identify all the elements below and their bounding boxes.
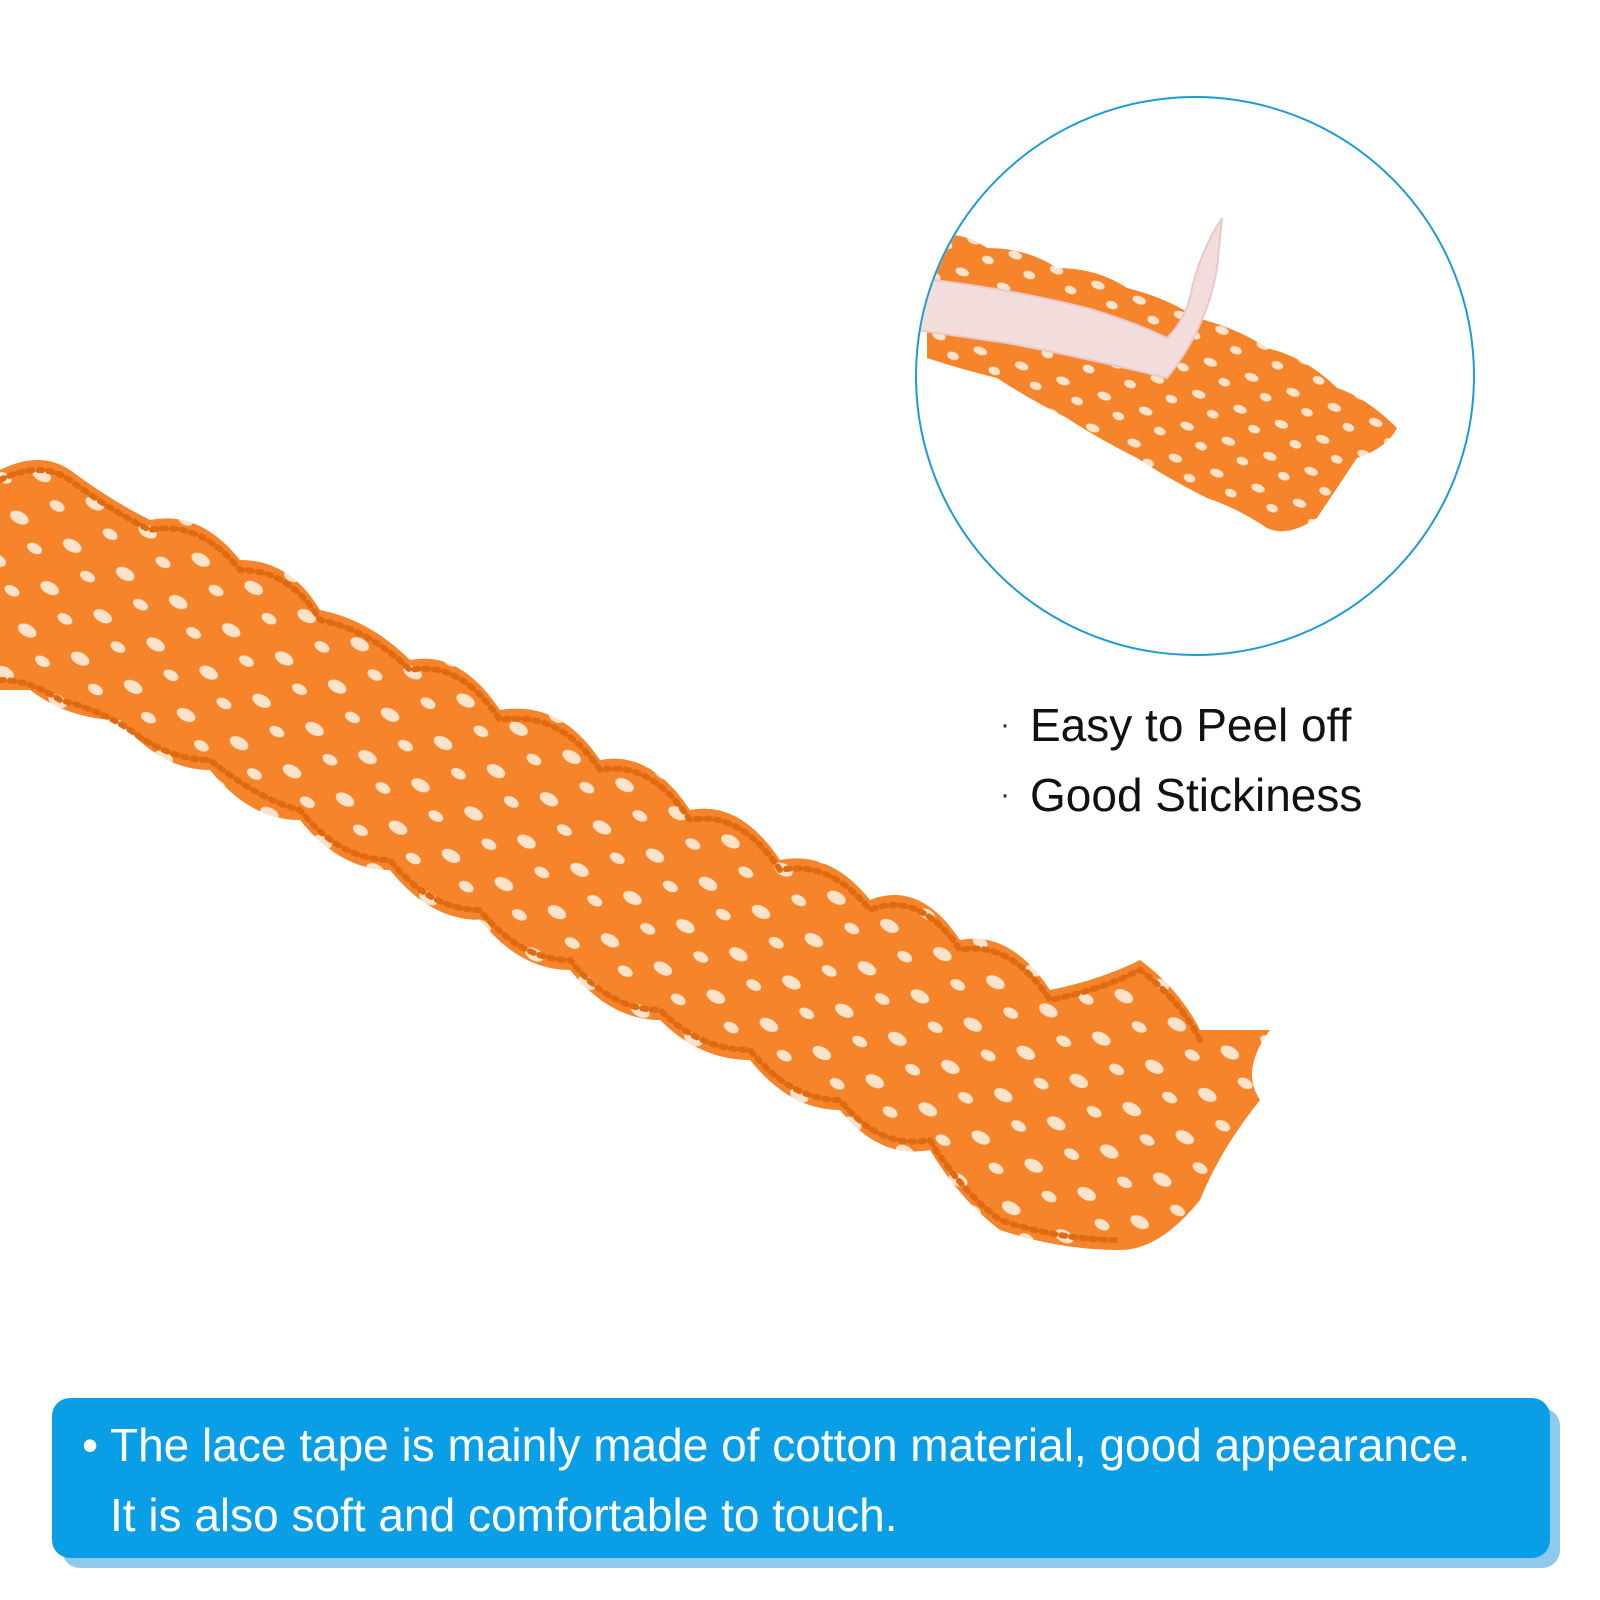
feature-text: Easy to Peel off (1030, 699, 1352, 751)
lace-strip (0, 460, 1270, 1250)
peel-detail-image (917, 217, 1397, 532)
bullet-icon: · (1000, 708, 1010, 741)
peel-detail-inset (915, 96, 1475, 656)
description-banner: •The lace tape is mainly made of cotton … (52, 1398, 1550, 1558)
banner-text: The lace tape is mainly made of cotton m… (110, 1419, 1471, 1471)
banner-text: It is also soft and comfortable to touch… (110, 1489, 898, 1541)
bullet-icon: · (1000, 778, 1010, 811)
feature-item: · Good Stickiness (1000, 760, 1362, 830)
feature-text: Good Stickiness (1030, 769, 1363, 821)
banner-line-1: •The lace tape is mainly made of cotton … (82, 1410, 1520, 1480)
feature-list: · Easy to Peel off · Good Stickiness (1000, 690, 1362, 830)
feature-item: · Easy to Peel off (1000, 690, 1362, 760)
bullet-icon: • (82, 1419, 99, 1471)
banner-line-2: It is also soft and comfortable to touch… (82, 1480, 1520, 1550)
